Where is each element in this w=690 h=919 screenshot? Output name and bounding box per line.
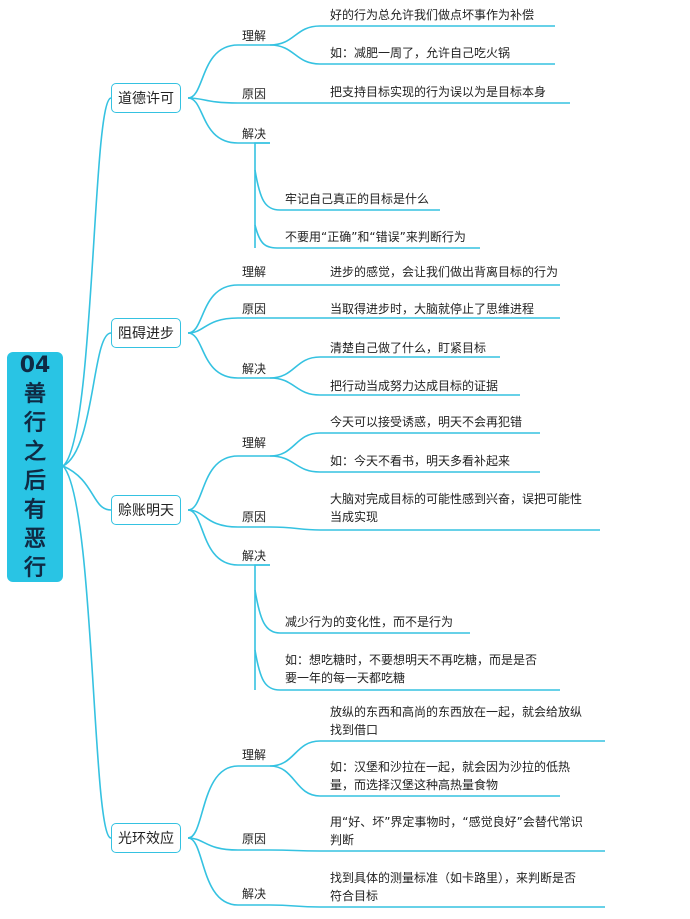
leaf-text: 如：减肥一周了，允许自己吃火锅 (330, 46, 511, 60)
category-solution: 解决 (242, 127, 267, 141)
root-title-line: 行 (23, 556, 46, 581)
leaf-text: 当取得进步时，大脑就停止了思维进程 (330, 302, 535, 316)
topic-halo-effect: 光环效应 (111, 823, 181, 853)
category-reason: 原因 (242, 832, 267, 846)
root-title-line: 04 (19, 353, 51, 378)
leaf-text: 量，而选择汉堡这种高热量食物 (330, 778, 499, 792)
root-title-line: 后 (23, 469, 46, 494)
leaf-text: 清楚自己做了什么，盯紧目标 (330, 341, 487, 355)
category-understanding: 理解 (242, 436, 267, 450)
root-title-line: 善 (23, 382, 46, 407)
category-reason: 原因 (242, 510, 267, 524)
root-title-line: 之 (23, 440, 46, 465)
leaf-text: 进步的感觉，会让我们做出背离目标的行为 (330, 265, 559, 279)
connector-root-topic4 (62, 465, 112, 839)
category-reason: 原因 (242, 87, 267, 101)
leaf-text: 判断 (330, 833, 355, 847)
root-title-line: 有 (23, 498, 46, 523)
leaf-text: 如：汉堡和沙拉在一起，就会因为沙拉的低热 (330, 760, 571, 774)
leaf-text: 不要用“正确”和“错误”来判断行为 (285, 230, 466, 244)
leaf-text: 牢记自己真正的目标是什么 (285, 192, 430, 206)
leaf-text: 大脑对完成目标的可能性感到兴奋，误把可能性 (330, 492, 583, 506)
topic-moral-licensing: 道德许可 (111, 83, 181, 113)
leaf-text: 把行动当成努力达成目标的证据 (330, 379, 499, 393)
leaf-text: 当成实现 (330, 510, 379, 524)
category-understanding: 理解 (242, 748, 267, 762)
leaf-text: 找到借口 (330, 723, 379, 737)
leaf-text: 符合目标 (330, 889, 379, 903)
leaf-text: 放纵的东西和高尚的东西放在一起，就会给放纵 (330, 705, 583, 719)
leaf-text: 今天可以接受诱惑，明天不会再犯错 (330, 415, 523, 429)
topic-hindered-progress: 阻碍进步 (111, 318, 181, 348)
category-solution: 解决 (242, 549, 267, 563)
category-solution: 解决 (242, 362, 267, 376)
category-understanding: 理解 (242, 265, 267, 279)
topic-credit-tomorrow: 赊账明天 (111, 495, 181, 525)
root-title-line: 恶 (23, 527, 46, 552)
leaf-text: 减少行为的变化性，而不是行为 (285, 615, 454, 629)
category-reason: 原因 (242, 302, 267, 316)
leaf-text: 把支持目标实现的行为误以为是目标本身 (330, 85, 547, 99)
connector-root-topic1 (62, 97, 112, 467)
leaf-text: 要一年的每一天都吃糖 (285, 671, 406, 685)
leaf-text: 用“好、坏”界定事物时，“感觉良好”会替代常识 (330, 815, 583, 829)
connector-root-topic2 (62, 332, 112, 467)
leaf-text: 好的行为总允许我们做点坏事作为补偿 (330, 8, 535, 22)
category-solution: 解决 (242, 887, 267, 901)
category-understanding: 理解 (242, 29, 267, 43)
root-topic: 04 善 行 之 后 有 恶 行 (7, 352, 63, 582)
leaf-text: 如：想吃糖时，不要想明天不再吃糖，而是是否 (285, 653, 538, 667)
connector-root-topic3 (62, 465, 112, 511)
leaf-text: 如：今天不看书，明天多看补起来 (330, 454, 511, 468)
leaf-text: 找到具体的测量标准（如卡路里），来判断是否 (330, 871, 577, 885)
root-title-line: 行 (23, 411, 46, 436)
